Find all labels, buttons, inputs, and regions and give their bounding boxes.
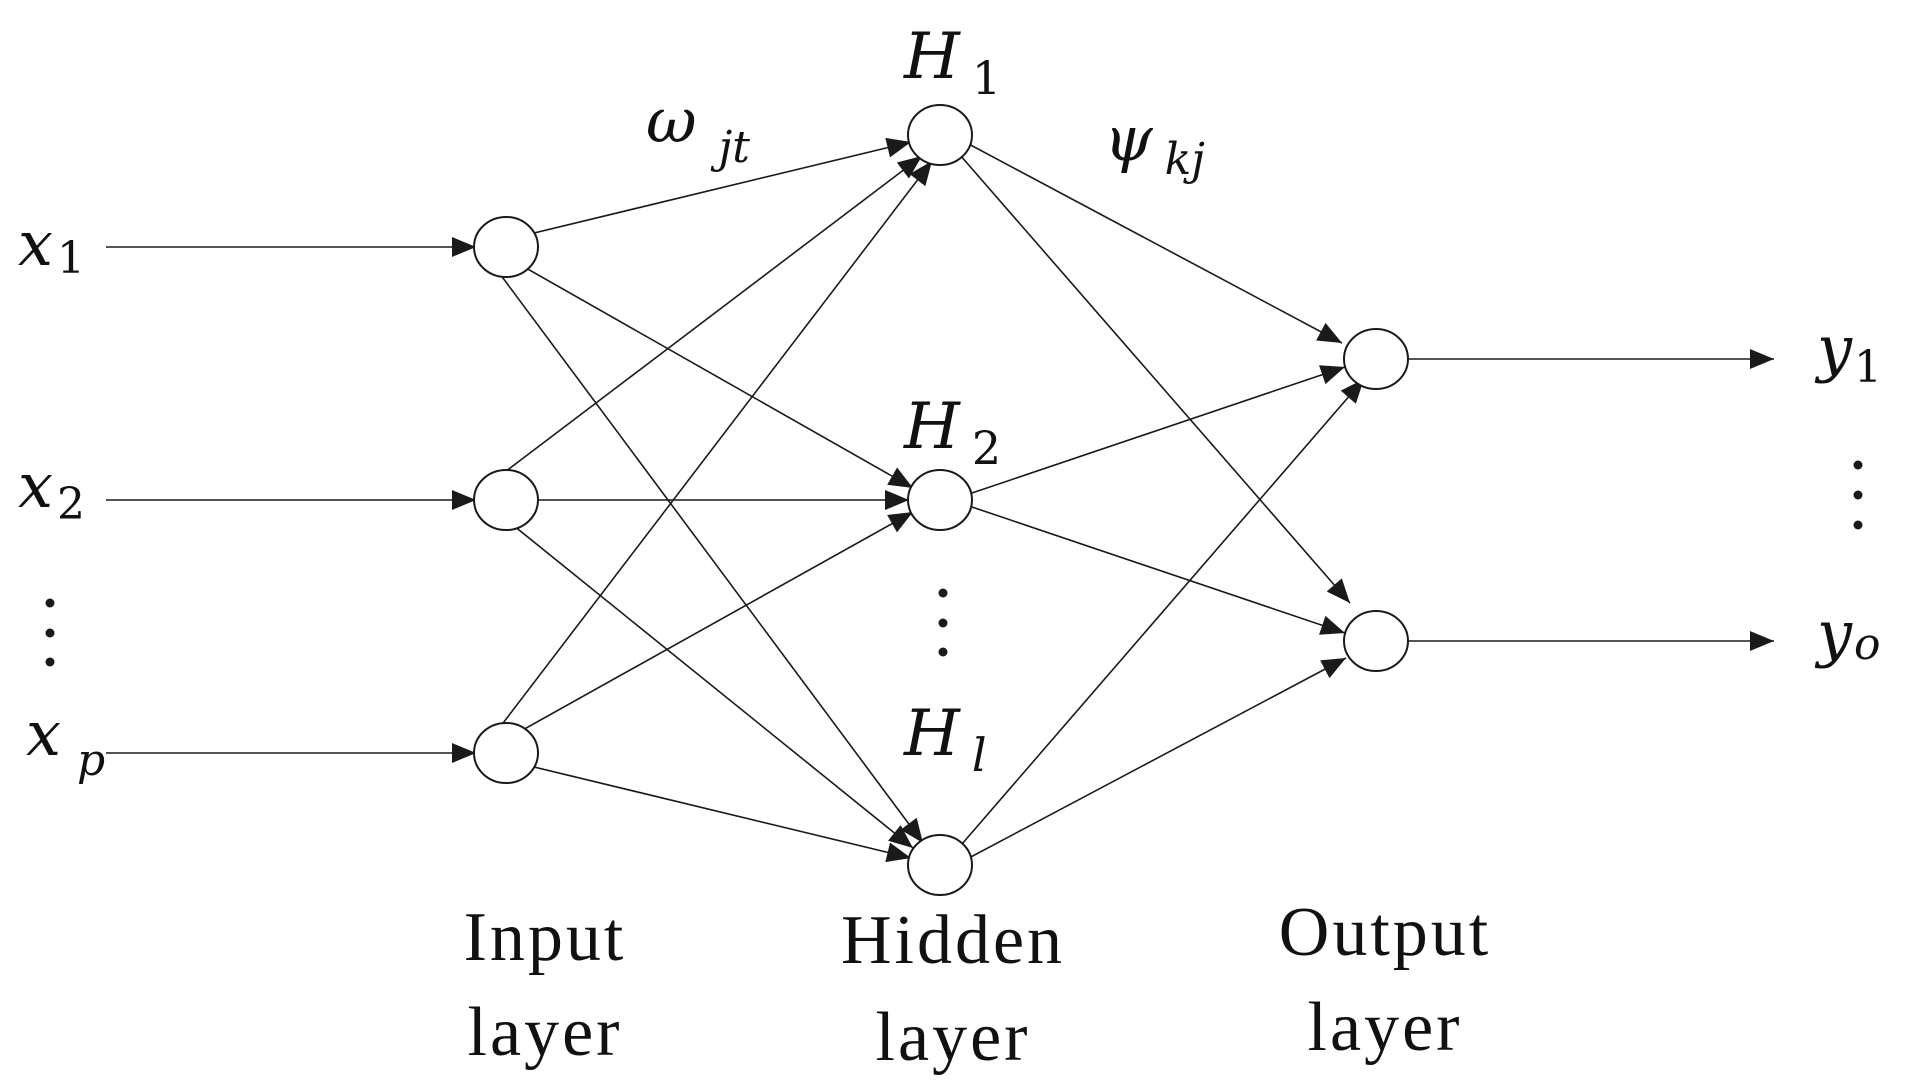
layer-label-input-line2: layer: [468, 994, 623, 1071]
hidden-node-1: [907, 104, 973, 166]
input-node-2: [473, 469, 539, 531]
edge-h1-oo: [959, 154, 1351, 604]
edge-hl-oo: [966, 657, 1347, 860]
edge-i1-hl: [496, 269, 924, 844]
edge-i2-hl: [502, 516, 914, 849]
label-x2: x2: [18, 449, 85, 530]
hidden-node-l: [907, 834, 973, 896]
edge-i2-h1: [496, 155, 923, 479]
input-node-1: [473, 216, 539, 278]
layer-label-output-line2: layer: [1308, 989, 1463, 1066]
input-node-p: [473, 722, 539, 784]
layer-label-hidden-line2: layer: [876, 999, 1031, 1076]
edge-ip-hl: [504, 759, 912, 863]
edge-hl-o1: [961, 378, 1365, 845]
label-x1: x1: [18, 207, 85, 284]
edge-i1-h2: [502, 254, 914, 489]
label-y1: y1: [1814, 312, 1882, 393]
edge-ip-h1: [496, 160, 933, 732]
edge-h2-o1: [968, 365, 1346, 495]
layer-label-input-line1: Input: [464, 899, 627, 976]
layer-label-output-line1: Output: [1279, 894, 1491, 971]
output-node-1: [1343, 328, 1409, 390]
label-yo: yo: [1814, 597, 1881, 670]
output-ellipsis: [1853, 460, 1863, 530]
layer-label-hidden-line1: Hidden: [841, 902, 1065, 979]
hidden-ellipsis: [938, 588, 948, 657]
input-ellipsis: [45, 598, 55, 667]
edge-h2-oo: [968, 505, 1346, 635]
edge-ip-h2: [502, 511, 914, 742]
edge-h1-o1: [964, 141, 1343, 344]
output-node-o: [1343, 610, 1409, 672]
hidden-node-2: [907, 469, 973, 531]
edge-i1-h1: [504, 137, 912, 241]
